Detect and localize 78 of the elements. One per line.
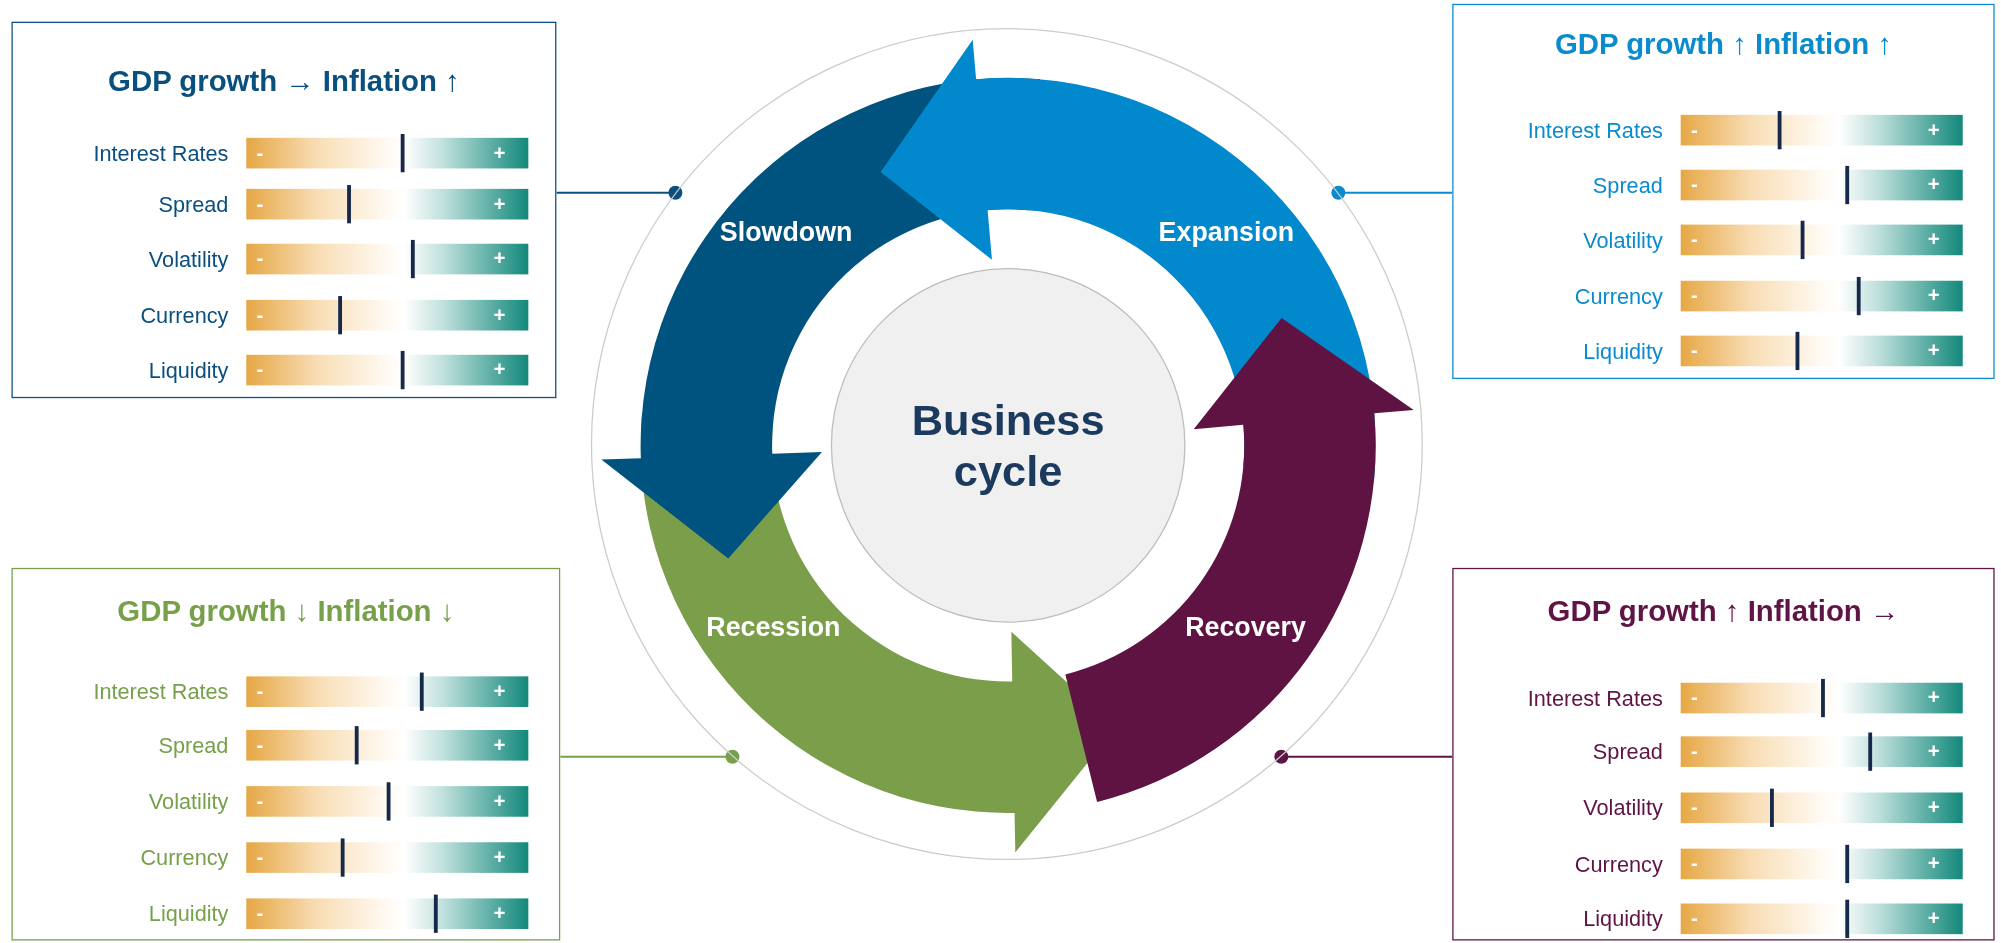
indicator-label: Interest Rates <box>92 140 229 168</box>
indicator-label: Currency <box>1573 851 1663 879</box>
indicator-panel <box>1452 3 1995 379</box>
phase-label: Expansion <box>1158 216 1295 248</box>
indicator-label: Liquidity <box>147 357 229 385</box>
minus-sign: - <box>256 679 264 704</box>
plus-sign: + <box>493 732 506 758</box>
indicator-label: Liquidity <box>1582 906 1663 934</box>
plus-sign: + <box>1927 795 1940 820</box>
indicator-label: Interest Rates <box>1526 685 1663 713</box>
minus-sign: - <box>1690 117 1698 143</box>
minus-sign: - <box>256 191 264 217</box>
cycle-ring <box>590 28 1423 861</box>
leader-line <box>1331 185 1454 200</box>
plus-sign: + <box>1927 283 1940 309</box>
indicator-panel <box>1452 567 1995 941</box>
minus-sign: - <box>1690 906 1698 932</box>
plus-sign: + <box>493 679 506 704</box>
indicator-label: Currency <box>139 302 229 330</box>
minus-sign: - <box>1690 739 1698 764</box>
minus-sign: - <box>1690 338 1698 364</box>
indicator-label: Currency <box>139 845 229 873</box>
plus-sign: + <box>1927 338 1940 364</box>
plus-sign: + <box>493 246 506 272</box>
minus-sign: - <box>256 788 264 814</box>
leader-line <box>1274 749 1454 764</box>
plus-sign: + <box>493 140 506 166</box>
phase-label: Slowdown <box>719 216 853 248</box>
indicator-label: Volatility <box>147 246 229 274</box>
plus-sign: + <box>1927 906 1940 932</box>
phase-label: Recession <box>706 611 841 642</box>
indicator-label: Liquidity <box>147 901 229 929</box>
indicator-label: Volatility <box>1582 795 1663 823</box>
plus-sign: + <box>1927 172 1940 198</box>
indicator-label: Spread <box>1591 739 1663 767</box>
minus-sign: - <box>1690 795 1698 820</box>
indicator-label: Currency <box>1573 283 1663 311</box>
minus-sign: - <box>256 246 264 272</box>
indicator-panel <box>11 567 561 941</box>
indicator-label: Spread <box>1591 172 1663 200</box>
indicator-label: Spread <box>157 191 229 219</box>
minus-sign: - <box>256 357 264 383</box>
leader-line <box>559 749 740 764</box>
minus-sign: - <box>1690 227 1698 253</box>
indicator-label: Volatility <box>147 788 229 817</box>
indicator-label: Interest Rates <box>92 679 229 707</box>
plus-sign: + <box>493 788 506 814</box>
plus-sign: + <box>493 357 506 383</box>
minus-sign: - <box>1690 283 1698 309</box>
panel-title: GDP growth → Inflation ↑ <box>108 63 460 99</box>
minus-sign: - <box>256 140 264 166</box>
minus-sign: - <box>256 901 264 926</box>
indicator-label: Liquidity <box>1582 338 1663 366</box>
panel-title: GDP growth ↑ Inflation ↑ <box>1554 26 1892 62</box>
indicator-label: Interest Rates <box>1526 117 1663 145</box>
minus-sign: - <box>256 302 264 328</box>
minus-sign: - <box>1690 685 1698 711</box>
plus-sign: + <box>493 845 506 870</box>
plus-sign: + <box>1927 117 1940 143</box>
plus-sign: + <box>1927 685 1940 711</box>
plus-sign: + <box>493 901 506 926</box>
panel-title: GDP growth ↑ Inflation → <box>1547 594 1900 630</box>
minus-sign: - <box>1690 851 1698 877</box>
plus-sign: + <box>1927 227 1940 253</box>
minus-sign: - <box>256 732 264 758</box>
indicator-label: Spread <box>157 732 229 761</box>
phase-label: Recovery <box>1185 611 1306 642</box>
plus-sign: + <box>493 191 506 217</box>
leader-line <box>555 185 683 200</box>
panel-title: GDP growth ↓ Inflation ↓ <box>117 594 455 630</box>
minus-sign: - <box>1690 172 1698 198</box>
plus-sign: + <box>1927 851 1940 877</box>
plus-sign: + <box>1927 739 1940 764</box>
minus-sign: - <box>256 845 264 870</box>
indicator-panel <box>11 21 557 399</box>
center-title: Business cycle <box>910 394 1106 497</box>
plus-sign: + <box>493 302 506 328</box>
indicator-label: Volatility <box>1582 227 1663 255</box>
